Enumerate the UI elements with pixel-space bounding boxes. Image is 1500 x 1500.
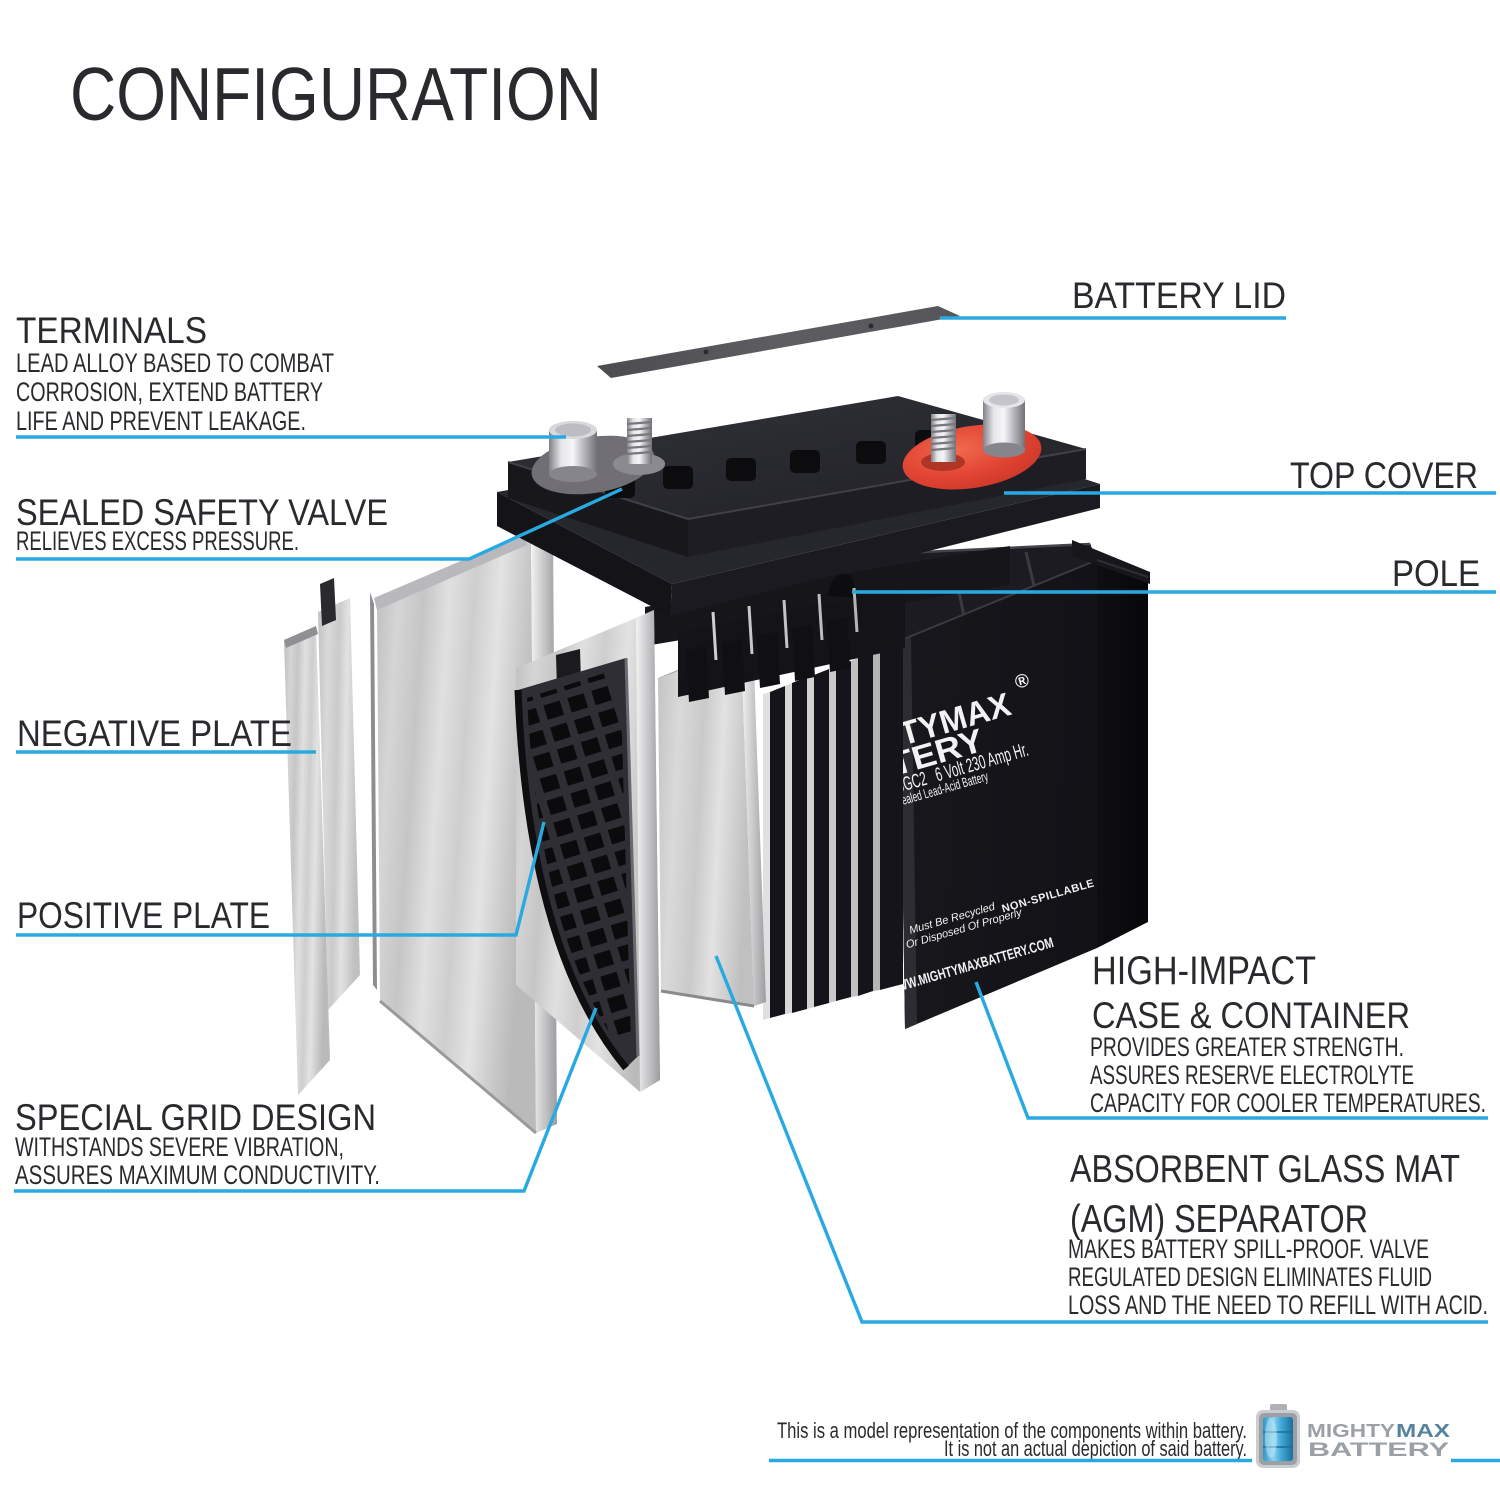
svg-text:CASE & CONTAINER: CASE & CONTAINER [1092,995,1410,1036]
svg-text:POSITIVE PLATE: POSITIVE PLATE [17,895,270,936]
svg-text:SEALED SAFETY VALVE: SEALED SAFETY VALVE [16,492,388,533]
svg-text:WITHSTANDS SEVERE VIBRATION,: WITHSTANDS SEVERE VIBRATION, [15,1132,344,1162]
svg-text:TOP COVER: TOP COVER [1290,455,1478,496]
svg-text:This is a model representation: This is a model representation of the co… [777,1418,1247,1443]
svg-text:PROVIDES GREATER STRENGTH.: PROVIDES GREATER STRENGTH. [1090,1032,1404,1062]
svg-text:CAPACITY FOR COOLER TEMPERATUR: CAPACITY FOR COOLER TEMPERATURES. [1090,1088,1486,1118]
svg-text:HIGH-IMPACT: HIGH-IMPACT [1092,949,1316,993]
svg-text:(AGM) SEPARATOR: (AGM) SEPARATOR [1070,1198,1368,1241]
svg-text:BATTERY: BATTERY [1308,1440,1450,1461]
svg-text:MIGHTY: MIGHTY [1307,1420,1396,1441]
svg-text:MAKES BATTERY SPILL-PROOF. VAL: MAKES BATTERY SPILL-PROOF. VALVE [1068,1234,1429,1264]
svg-text:LIFE AND PREVENT LEAKAGE.: LIFE AND PREVENT LEAKAGE. [16,406,306,436]
svg-text:LEAD ALLOY BASED TO COMBAT: LEAD ALLOY BASED TO COMBAT [16,348,334,378]
svg-text:BATTERY LID: BATTERY LID [1072,275,1286,316]
svg-text:POLE: POLE [1392,553,1480,594]
svg-text:ASSURES MAXIMUM CONDUCTIVITY.: ASSURES MAXIMUM CONDUCTIVITY. [15,1160,380,1190]
svg-text:NEGATIVE PLATE: NEGATIVE PLATE [17,713,292,754]
svg-text:RELIEVES EXCESS PRESSURE.: RELIEVES EXCESS PRESSURE. [16,526,299,556]
svg-text:ASSURES RESERVE ELECTROLYTE: ASSURES RESERVE ELECTROLYTE [1090,1060,1414,1090]
svg-text:TERMINALS: TERMINALS [16,310,207,351]
svg-text:It is not an actual depiction: It is not an actual depiction of said ba… [944,1436,1247,1461]
svg-text:REGULATED DESIGN ELIMINATES FL: REGULATED DESIGN ELIMINATES FLUID [1068,1262,1432,1292]
svg-text:SPECIAL GRID DESIGN: SPECIAL GRID DESIGN [15,1097,376,1138]
svg-text:CORROSION, EXTEND BATTERY: CORROSION, EXTEND BATTERY [16,377,323,407]
svg-text:MAX: MAX [1396,1420,1451,1441]
svg-text:®: ® [1013,670,1032,694]
svg-text:CONFIGURATION: CONFIGURATION [70,52,602,136]
svg-text:LOSS AND THE NEED TO REFILL WI: LOSS AND THE NEED TO REFILL WITH ACID. [1068,1290,1488,1320]
svg-text:ABSORBENT GLASS MAT: ABSORBENT GLASS MAT [1070,1148,1460,1191]
